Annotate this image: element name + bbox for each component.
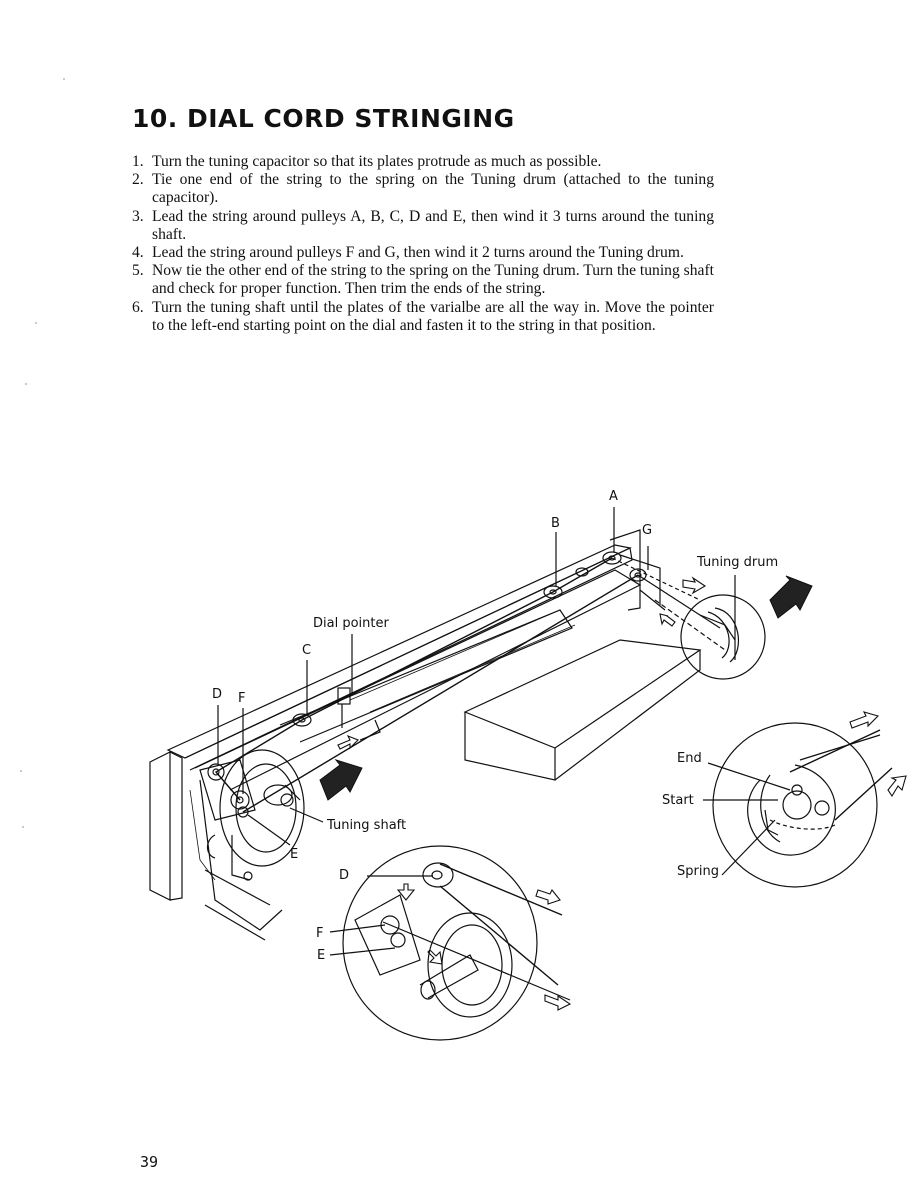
leader-tuning-shaft [289, 807, 324, 823]
arrow-solid [769, 575, 813, 619]
step-text: Lead the string around pulleys F and G, … [152, 244, 684, 262]
pulley-G [629, 568, 647, 582]
scan-speck [25, 383, 27, 385]
arrow-hollow [535, 888, 561, 905]
instruction-list: 1. Turn the tuning capacitor so that its … [132, 153, 714, 335]
step-number: 4. [132, 244, 144, 262]
pulley-C [292, 713, 312, 727]
front-panel-left [149, 751, 171, 901]
leader-inset-E [329, 947, 396, 956]
arrow-hollow [427, 949, 443, 965]
pulley-F [230, 790, 250, 810]
shaft-detail-inset [329, 845, 571, 1041]
leader-spring [721, 819, 776, 876]
scan-speck [35, 322, 37, 324]
label-B: B [551, 516, 560, 531]
label-inset-E: E [317, 948, 325, 963]
arrow-hollow [849, 711, 880, 729]
chassis-rail [194, 569, 642, 791]
pulley-D [207, 763, 225, 781]
label-inset-D: D [339, 868, 349, 883]
arrow-solid [319, 759, 363, 801]
pulley-E [237, 806, 249, 818]
label-E: E [290, 847, 298, 862]
rotation-arrows [319, 575, 813, 801]
label-A: A [609, 489, 618, 504]
chassis-drawing [149, 507, 766, 941]
leader-E [247, 814, 291, 846]
leader-inset-F [329, 924, 386, 933]
label-tuning-shaft: Tuning shaft [326, 818, 406, 833]
page-number: 39 [140, 1153, 159, 1171]
tuning-drum-callout [680, 594, 766, 680]
drum-detail-inset [703, 722, 893, 888]
instruction-step: 2. Tie one end of the string to the sprin… [132, 171, 714, 207]
arrow-hollow [682, 576, 707, 595]
label-spring: Spring [677, 864, 719, 879]
instruction-step: 3. Lead the string around pulleys A, B, C… [132, 208, 714, 244]
arrow-hollow [659, 613, 676, 627]
capacitor-box [463, 639, 702, 749]
label-G: G [642, 523, 652, 538]
label-dial-pointer: Dial pointer [313, 616, 389, 631]
tuning-wheel [219, 749, 305, 867]
step-text: Lead the string around pulleys A, B, C, … [152, 207, 714, 243]
arrow-hollow [337, 734, 359, 750]
step-number: 5. [132, 262, 144, 280]
arrow-hollow [544, 994, 572, 1011]
dial-cord [214, 557, 613, 801]
step-text: Turn the tuning shaft until the plates o… [152, 298, 714, 334]
arrow-hollow [396, 883, 416, 901]
step-text: Tie one end of the string to the spring … [152, 171, 714, 207]
step-number: 3. [132, 207, 144, 225]
scan-speck [20, 770, 22, 772]
label-F: F [238, 691, 245, 706]
label-inset-F: F [316, 926, 323, 941]
section-title: 10. DIAL CORD STRINGING [132, 104, 515, 133]
pulley-B [543, 585, 563, 599]
instruction-step: 1. Turn the tuning capacitor so that its … [132, 153, 714, 171]
step-number: 2. [132, 171, 144, 189]
step-text: Turn the tuning capacitor so that its pl… [152, 153, 602, 170]
instruction-step: 4. Lead the string around pulleys F and G… [132, 244, 714, 262]
label-tuning-drum: Tuning drum [696, 555, 778, 570]
label-D: D [212, 687, 222, 702]
step-number: 6. [132, 298, 144, 316]
pulley-A [602, 551, 622, 565]
instruction-step: 5. Now tie the other end of the string to… [132, 262, 714, 298]
label-C: C [302, 643, 311, 658]
step-text: Now tie the other end of the string to t… [152, 262, 714, 298]
leader-end [707, 762, 791, 791]
step-number: 1. [132, 153, 144, 170]
instruction-step: 6. Turn the tuning shaft until the plates… [132, 299, 714, 335]
label-end: End [677, 751, 702, 766]
arrow-hollow [887, 775, 907, 798]
scan-speck [63, 78, 65, 80]
dial-scale-top [166, 544, 632, 759]
scan-speck [22, 826, 24, 828]
label-start: Start [662, 793, 694, 808]
direction-arrows [337, 576, 907, 1011]
